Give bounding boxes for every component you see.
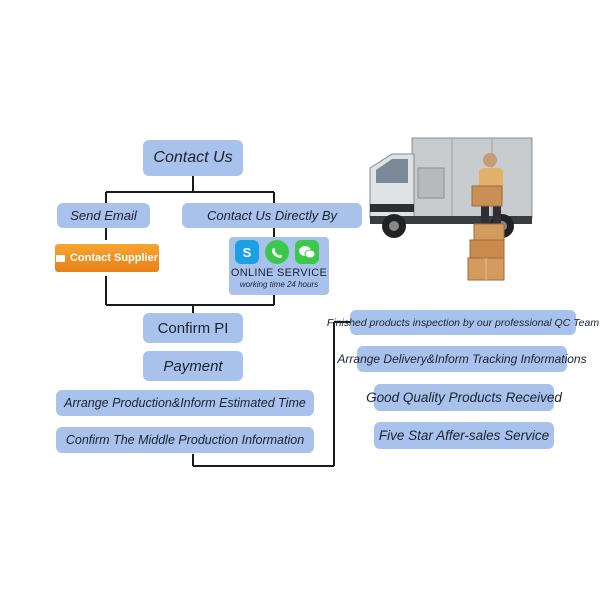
step-label: Contact Us Directly By bbox=[206, 208, 338, 223]
step-label: Five Star Affer-sales Service bbox=[378, 428, 550, 443]
skype-icon[interactable]: S bbox=[235, 240, 259, 264]
step-finished-inspection: Finished products inspection by our prof… bbox=[327, 310, 599, 335]
step-confirm-pi: Confirm PI bbox=[143, 313, 243, 343]
delivery-truck-illustration bbox=[362, 128, 582, 303]
step-label: Finished products inspection by our prof… bbox=[326, 316, 600, 329]
truck-icon bbox=[369, 137, 533, 281]
phone-glyph bbox=[272, 248, 282, 258]
step-confirm-middle-production: Confirm The Middle Production Informatio… bbox=[56, 427, 314, 453]
step-label: Confirm PI bbox=[157, 319, 229, 337]
step-label: Arrange Delivery&Inform Tracking Informa… bbox=[337, 352, 587, 366]
whatsapp-icon[interactable] bbox=[265, 240, 289, 264]
step-label: Confirm The Middle Production Informatio… bbox=[65, 433, 305, 447]
step-label: Arrange Production&Inform Estimated Time bbox=[64, 396, 306, 410]
step-label: Contact Us bbox=[153, 149, 233, 166]
step-label: Payment bbox=[163, 357, 223, 375]
step-five-star-service: Five Star Affer-sales Service bbox=[374, 422, 554, 449]
mail-icon bbox=[55, 254, 65, 262]
step-contact-us: Contact Us bbox=[143, 140, 243, 176]
step-arrange-delivery: Arrange Delivery&Inform Tracking Informa… bbox=[337, 346, 587, 372]
step-contact-directly: Contact Us Directly By bbox=[182, 203, 362, 228]
online-service-panel[interactable]: S ONLINE SERVICE working time 24 hours bbox=[229, 237, 329, 295]
step-label: Good Quality Products Received bbox=[366, 390, 562, 405]
step-send-email: Send Email bbox=[57, 203, 150, 228]
contact-supplier-button[interactable]: Contact Supplier bbox=[55, 244, 159, 272]
online-service-subtitle: working time 24 hours bbox=[239, 280, 319, 289]
button-label: Contact Supplier bbox=[69, 252, 158, 264]
step-good-quality: Good Quality Products Received bbox=[366, 384, 562, 411]
step-arrange-production: Arrange Production&Inform Estimated Time bbox=[56, 390, 314, 416]
chat-bubbles-glyph bbox=[299, 246, 316, 259]
wechat-icon[interactable] bbox=[295, 240, 319, 264]
online-service-title: ONLINE SERVICE bbox=[230, 267, 328, 279]
step-payment: Payment bbox=[143, 351, 243, 381]
step-label: Send Email bbox=[70, 208, 137, 223]
